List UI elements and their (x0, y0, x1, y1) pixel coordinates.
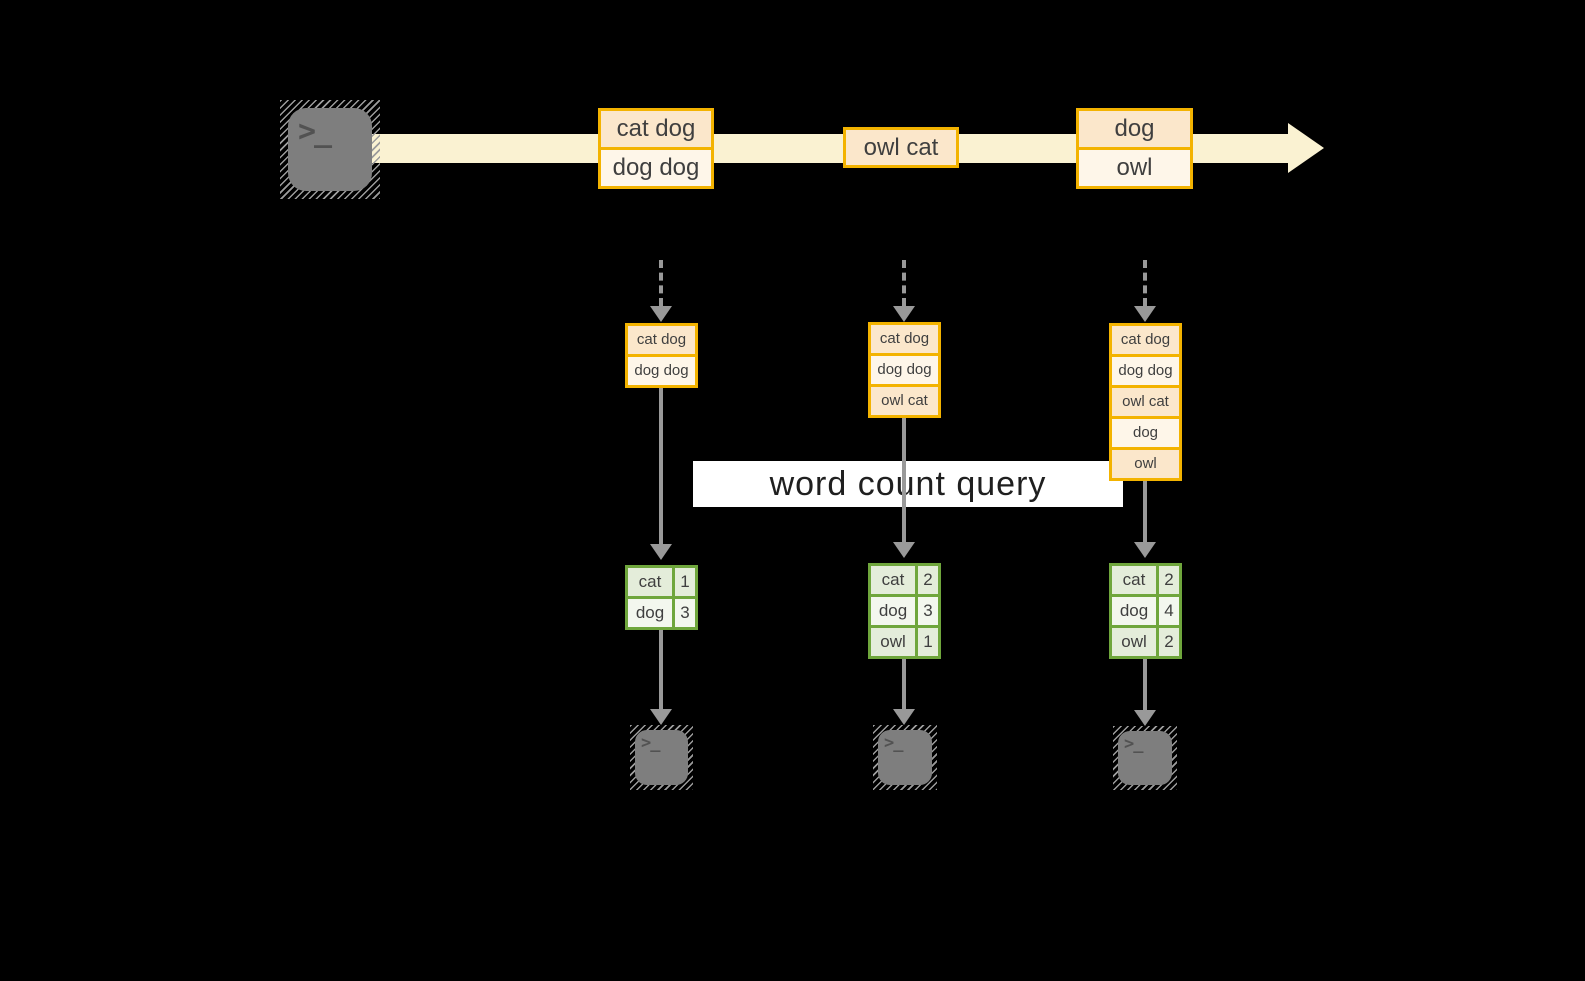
table-cell-word: cat (1112, 566, 1156, 594)
buffer-row: cat dog (628, 326, 695, 354)
count-table-2: cat 2 dog 3 owl 1 (868, 563, 941, 659)
batch-item: owl cat (846, 130, 956, 165)
terminal-body (288, 108, 372, 191)
output-arrow-head-icon (1134, 710, 1156, 726)
batch-item: dog dog (601, 150, 711, 186)
buffer-row: dog dog (871, 356, 938, 384)
stream-batch-1: cat dog dog dog (598, 108, 714, 189)
stream-arrow-head-icon (1288, 123, 1324, 173)
stream-batch-2: owl cat (843, 127, 959, 168)
output-terminal-icon-1: >_ (630, 725, 693, 790)
buffer-row: owl (1112, 450, 1179, 478)
query-arrow-head-icon (1134, 542, 1156, 558)
ingest-arrow-line (902, 260, 906, 306)
terminal-body (878, 730, 932, 785)
output-terminal-icon-2: >_ (873, 725, 937, 790)
table-cell-count: 2 (918, 566, 938, 594)
query-arrow-line (659, 387, 663, 544)
table-cell-count: 2 (1159, 628, 1179, 656)
source-terminal-icon: >_ (280, 100, 380, 199)
table-cell-word: dog (628, 599, 672, 627)
ingest-arrow-head-icon (1134, 306, 1156, 322)
input-buffer-1: cat dog dog dog (625, 323, 698, 388)
table-cell-count: 1 (918, 628, 938, 656)
count-table-1: cat 1 dog 3 (625, 565, 698, 630)
buffer-row: dog dog (628, 357, 695, 385)
ingest-arrow-line (659, 260, 663, 306)
buffer-row: dog (1112, 419, 1179, 447)
count-table-3: cat 2 dog 4 owl 2 (1109, 563, 1182, 659)
table-cell-word: dog (1112, 597, 1156, 625)
batch-item: cat dog (601, 111, 711, 147)
terminal-prompt-icon: >_ (884, 733, 904, 753)
ingest-arrow-head-icon (893, 306, 915, 322)
buffer-row: cat dog (871, 325, 938, 353)
table-cell-count: 3 (675, 599, 695, 627)
table-cell-word: owl (1112, 628, 1156, 656)
terminal-prompt-icon: >_ (641, 733, 661, 753)
table-cell-word: cat (628, 568, 672, 596)
buffer-row: cat dog (1112, 326, 1179, 354)
table-cell-count: 1 (675, 568, 695, 596)
output-arrow-head-icon (893, 709, 915, 725)
terminal-prompt-icon: >_ (1124, 734, 1144, 754)
ingest-arrow-line (1143, 260, 1147, 306)
terminal-prompt-icon: >_ (298, 114, 332, 149)
stream-batch-3: dog owl (1076, 108, 1193, 189)
buffer-row: dog dog (1112, 357, 1179, 385)
query-arrow-head-icon (650, 544, 672, 560)
buffer-row: owl cat (871, 387, 938, 415)
table-cell-count: 3 (918, 597, 938, 625)
terminal-body (1118, 731, 1172, 785)
output-arrow-head-icon (650, 709, 672, 725)
table-cell-word: owl (871, 628, 915, 656)
input-buffer-3: cat dog dog dog owl cat dog owl (1109, 323, 1182, 481)
batch-item: dog (1079, 111, 1190, 147)
terminal-body (635, 730, 688, 785)
output-terminal-icon-3: >_ (1113, 726, 1177, 790)
query-label: word count query (769, 464, 1047, 503)
output-arrow-line (902, 659, 906, 709)
output-arrow-line (1143, 659, 1147, 710)
ingest-arrow-head-icon (650, 306, 672, 322)
batch-item: owl (1079, 150, 1190, 186)
output-arrow-line (659, 630, 663, 709)
table-cell-count: 2 (1159, 566, 1179, 594)
input-buffer-2: cat dog dog dog owl cat (868, 322, 941, 418)
query-arrow-line (902, 418, 906, 542)
table-cell-word: cat (871, 566, 915, 594)
query-arrow-line (1143, 481, 1147, 542)
table-cell-count: 4 (1159, 597, 1179, 625)
query-arrow-head-icon (893, 542, 915, 558)
buffer-row: owl cat (1112, 388, 1179, 416)
query-label-band: word count query (693, 461, 1123, 507)
table-cell-word: dog (871, 597, 915, 625)
